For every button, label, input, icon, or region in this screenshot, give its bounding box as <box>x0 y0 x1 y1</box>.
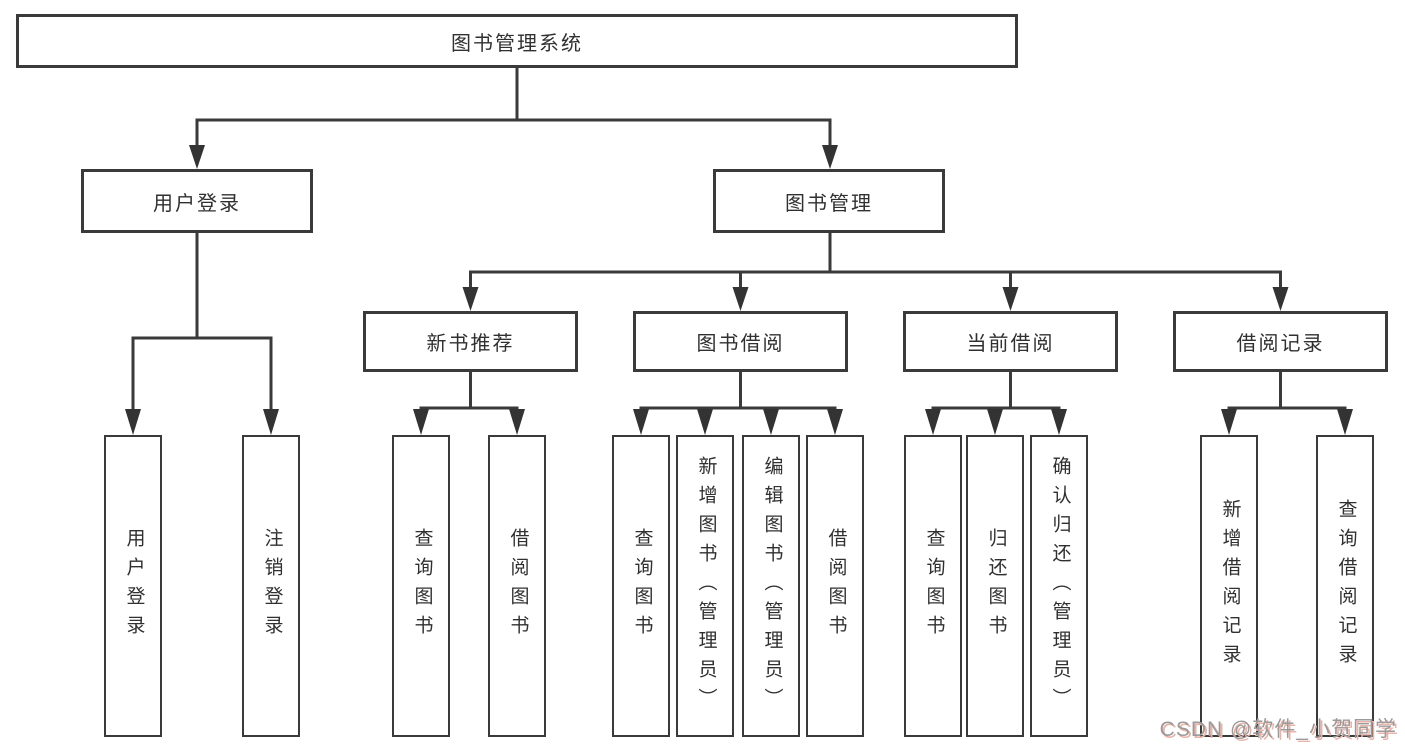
leaf-label: 用户登录 <box>123 528 145 644</box>
node-borrowing-records-label: 借阅记录 <box>1236 333 1325 355</box>
node-book-management-label: 图书管理 <box>785 192 873 215</box>
leaf-label: 新增借阅记录 <box>1219 499 1241 673</box>
leaf-label: 新增图书（管理员） <box>695 455 717 717</box>
leaf-add-book-admin: 新增图书（管理员） <box>676 435 734 737</box>
leaf-label: 注销登录 <box>261 528 283 644</box>
leaf-label: 借阅图书 <box>507 528 529 644</box>
node-book-borrowing-label: 图书借阅 <box>696 333 785 355</box>
leaf-label: 查询借阅记录 <box>1335 499 1357 673</box>
leaf-return-book: 归还图书 <box>966 435 1024 737</box>
connector-edges <box>131 68 1347 412</box>
leaf-query-books-borrowing: 查询图书 <box>612 435 670 737</box>
leaf-borrow-books-borrowing: 借阅图书 <box>806 435 864 737</box>
csdn-watermark: CSDN @软件_小贺同学 <box>1159 718 1397 741</box>
leaf-label: 查询图书 <box>923 528 945 644</box>
leaf-query-books-current: 查询图书 <box>904 435 962 737</box>
leaf-query-books-recommend: 查询图书 <box>392 435 450 737</box>
leaf-user-login: 用户登录 <box>104 435 162 737</box>
leaf-borrow-books-recommend: 借阅图书 <box>488 435 546 737</box>
leaf-add-borrow-record: 新增借阅记录 <box>1200 435 1258 737</box>
node-current-borrowing-label: 当前借阅 <box>966 333 1055 355</box>
node-book-borrowing: 图书借阅 <box>633 311 848 372</box>
leaf-confirm-return-admin: 确认归还（管理员） <box>1030 435 1088 737</box>
node-root: 图书管理系统 <box>16 14 1018 68</box>
node-user-login-label: 用户登录 <box>153 192 241 215</box>
leaf-label: 查询图书 <box>411 528 433 644</box>
leaf-label: 归还图书 <box>985 528 1007 644</box>
node-book-management: 图书管理 <box>713 169 945 233</box>
leaf-label: 借阅图书 <box>825 528 847 644</box>
leaf-label: 编辑图书（管理员） <box>761 455 783 717</box>
node-user-login: 用户登录 <box>81 169 313 233</box>
node-root-label: 图书管理系统 <box>451 32 583 55</box>
node-new-book-recommend-label: 新书推荐 <box>426 333 515 355</box>
arrowheads <box>125 145 1353 435</box>
leaf-label: 查询图书 <box>631 528 653 644</box>
node-new-book-recommend: 新书推荐 <box>363 311 578 372</box>
leaf-edit-book-admin: 编辑图书（管理员） <box>742 435 800 737</box>
leaf-label: 确认归还（管理员） <box>1049 455 1071 717</box>
leaf-logout: 注销登录 <box>242 435 300 737</box>
leaf-query-borrow-record: 查询借阅记录 <box>1316 435 1374 737</box>
node-borrowing-records: 借阅记录 <box>1173 311 1388 372</box>
node-current-borrowing: 当前借阅 <box>903 311 1118 372</box>
